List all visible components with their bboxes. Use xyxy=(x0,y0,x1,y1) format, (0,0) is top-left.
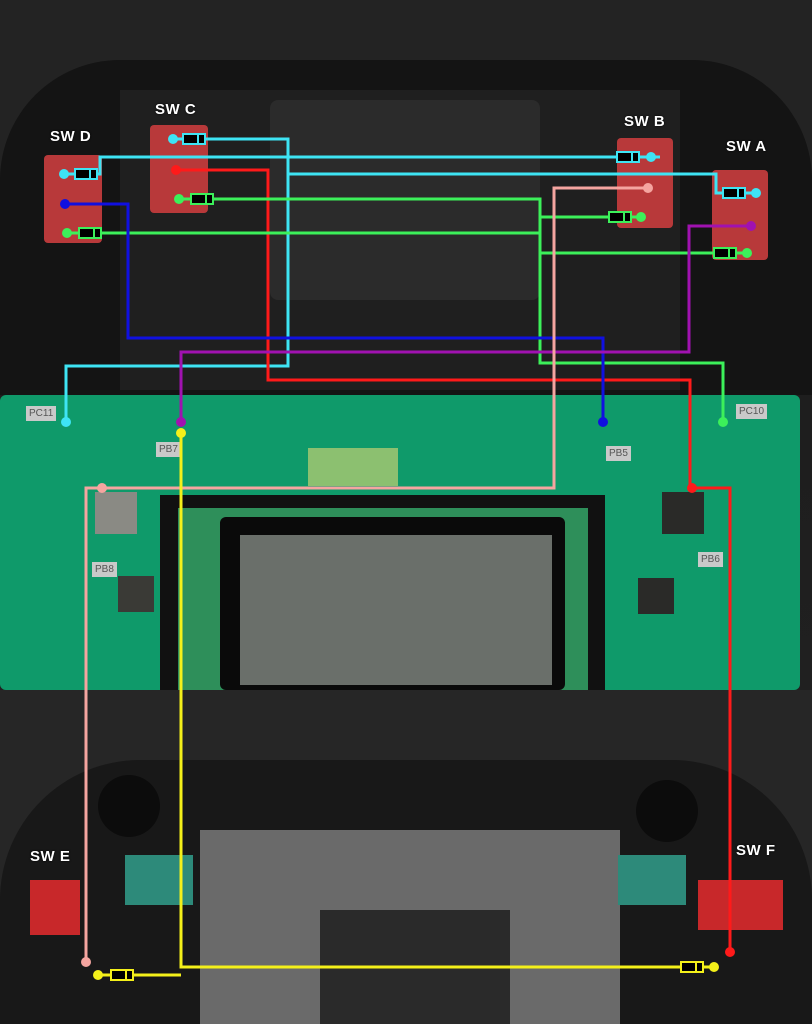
label-sw-d: SW D xyxy=(50,128,92,145)
button-pb6 xyxy=(662,492,704,534)
pin-pb7: PB7 xyxy=(156,442,181,457)
wire-blue-swd xyxy=(65,202,605,422)
label-sw-a: SW A xyxy=(726,138,767,155)
wire-yellow xyxy=(179,432,714,969)
wire-purple-swa xyxy=(179,224,751,422)
knob-left xyxy=(98,775,160,837)
button-right xyxy=(638,578,674,614)
wire-red-swc xyxy=(176,168,692,488)
label-sw-f: SW F xyxy=(736,842,776,859)
sw-a-body xyxy=(712,170,768,260)
label-sw-e: SW E xyxy=(30,848,71,865)
wire-cyan-swa xyxy=(288,172,755,195)
button-pb8 xyxy=(118,576,154,612)
wire-green-swc xyxy=(179,197,725,422)
pin-pc10: PC10 xyxy=(736,404,768,419)
pin-pb8: PB8 xyxy=(92,562,117,577)
pot-right xyxy=(618,855,686,905)
wire-cyan-swc xyxy=(64,137,290,422)
wire-red-swf xyxy=(690,486,732,950)
button-pb8-top xyxy=(95,492,137,534)
sw-f-body xyxy=(698,880,783,930)
sw-e-body xyxy=(30,880,80,935)
pin-pb5: PB5 xyxy=(606,446,631,461)
wire-pink-swb xyxy=(84,186,648,962)
label-sw-c: SW C xyxy=(155,101,197,118)
pin-pb6: PB6 xyxy=(698,552,723,567)
wire-cyan-swd xyxy=(64,155,660,176)
connector xyxy=(308,448,398,486)
knob-right xyxy=(636,780,698,842)
label-sw-b: SW B xyxy=(624,113,666,130)
lcd-screen xyxy=(240,535,552,685)
pin-pc11: PC11 xyxy=(26,406,57,421)
